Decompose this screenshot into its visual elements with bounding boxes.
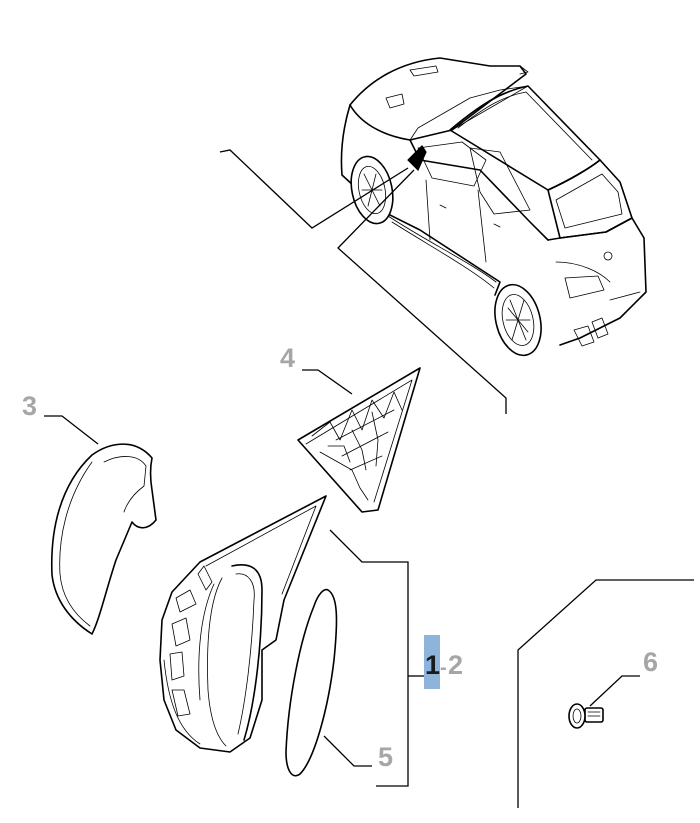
- callout-range-separator: -: [440, 657, 447, 679]
- part-mirror-glass: [285, 588, 338, 777]
- callout-labels: 3 4 1 - 2 5 6: [22, 343, 658, 772]
- part-mirror-mount-triangle: [297, 367, 421, 513]
- vehicle-leader-lines: [219, 149, 507, 414]
- callout-3: 3: [22, 391, 37, 421]
- part-fastening-screw: [568, 703, 604, 729]
- part-mirror-cover-cap: [50, 443, 157, 635]
- callout-4: 4: [280, 343, 295, 373]
- part-mirror-housing: [159, 495, 327, 753]
- callout-leaders: [44, 369, 694, 808]
- vehicle-illustration: [340, 57, 647, 357]
- callout-6: 6: [643, 647, 658, 677]
- car-mirror-highlight: [407, 145, 427, 172]
- callout-2: 2: [448, 650, 463, 680]
- callout-5: 5: [378, 742, 393, 772]
- callout-1-highlight: [424, 635, 440, 689]
- callout-1: 1: [425, 650, 440, 680]
